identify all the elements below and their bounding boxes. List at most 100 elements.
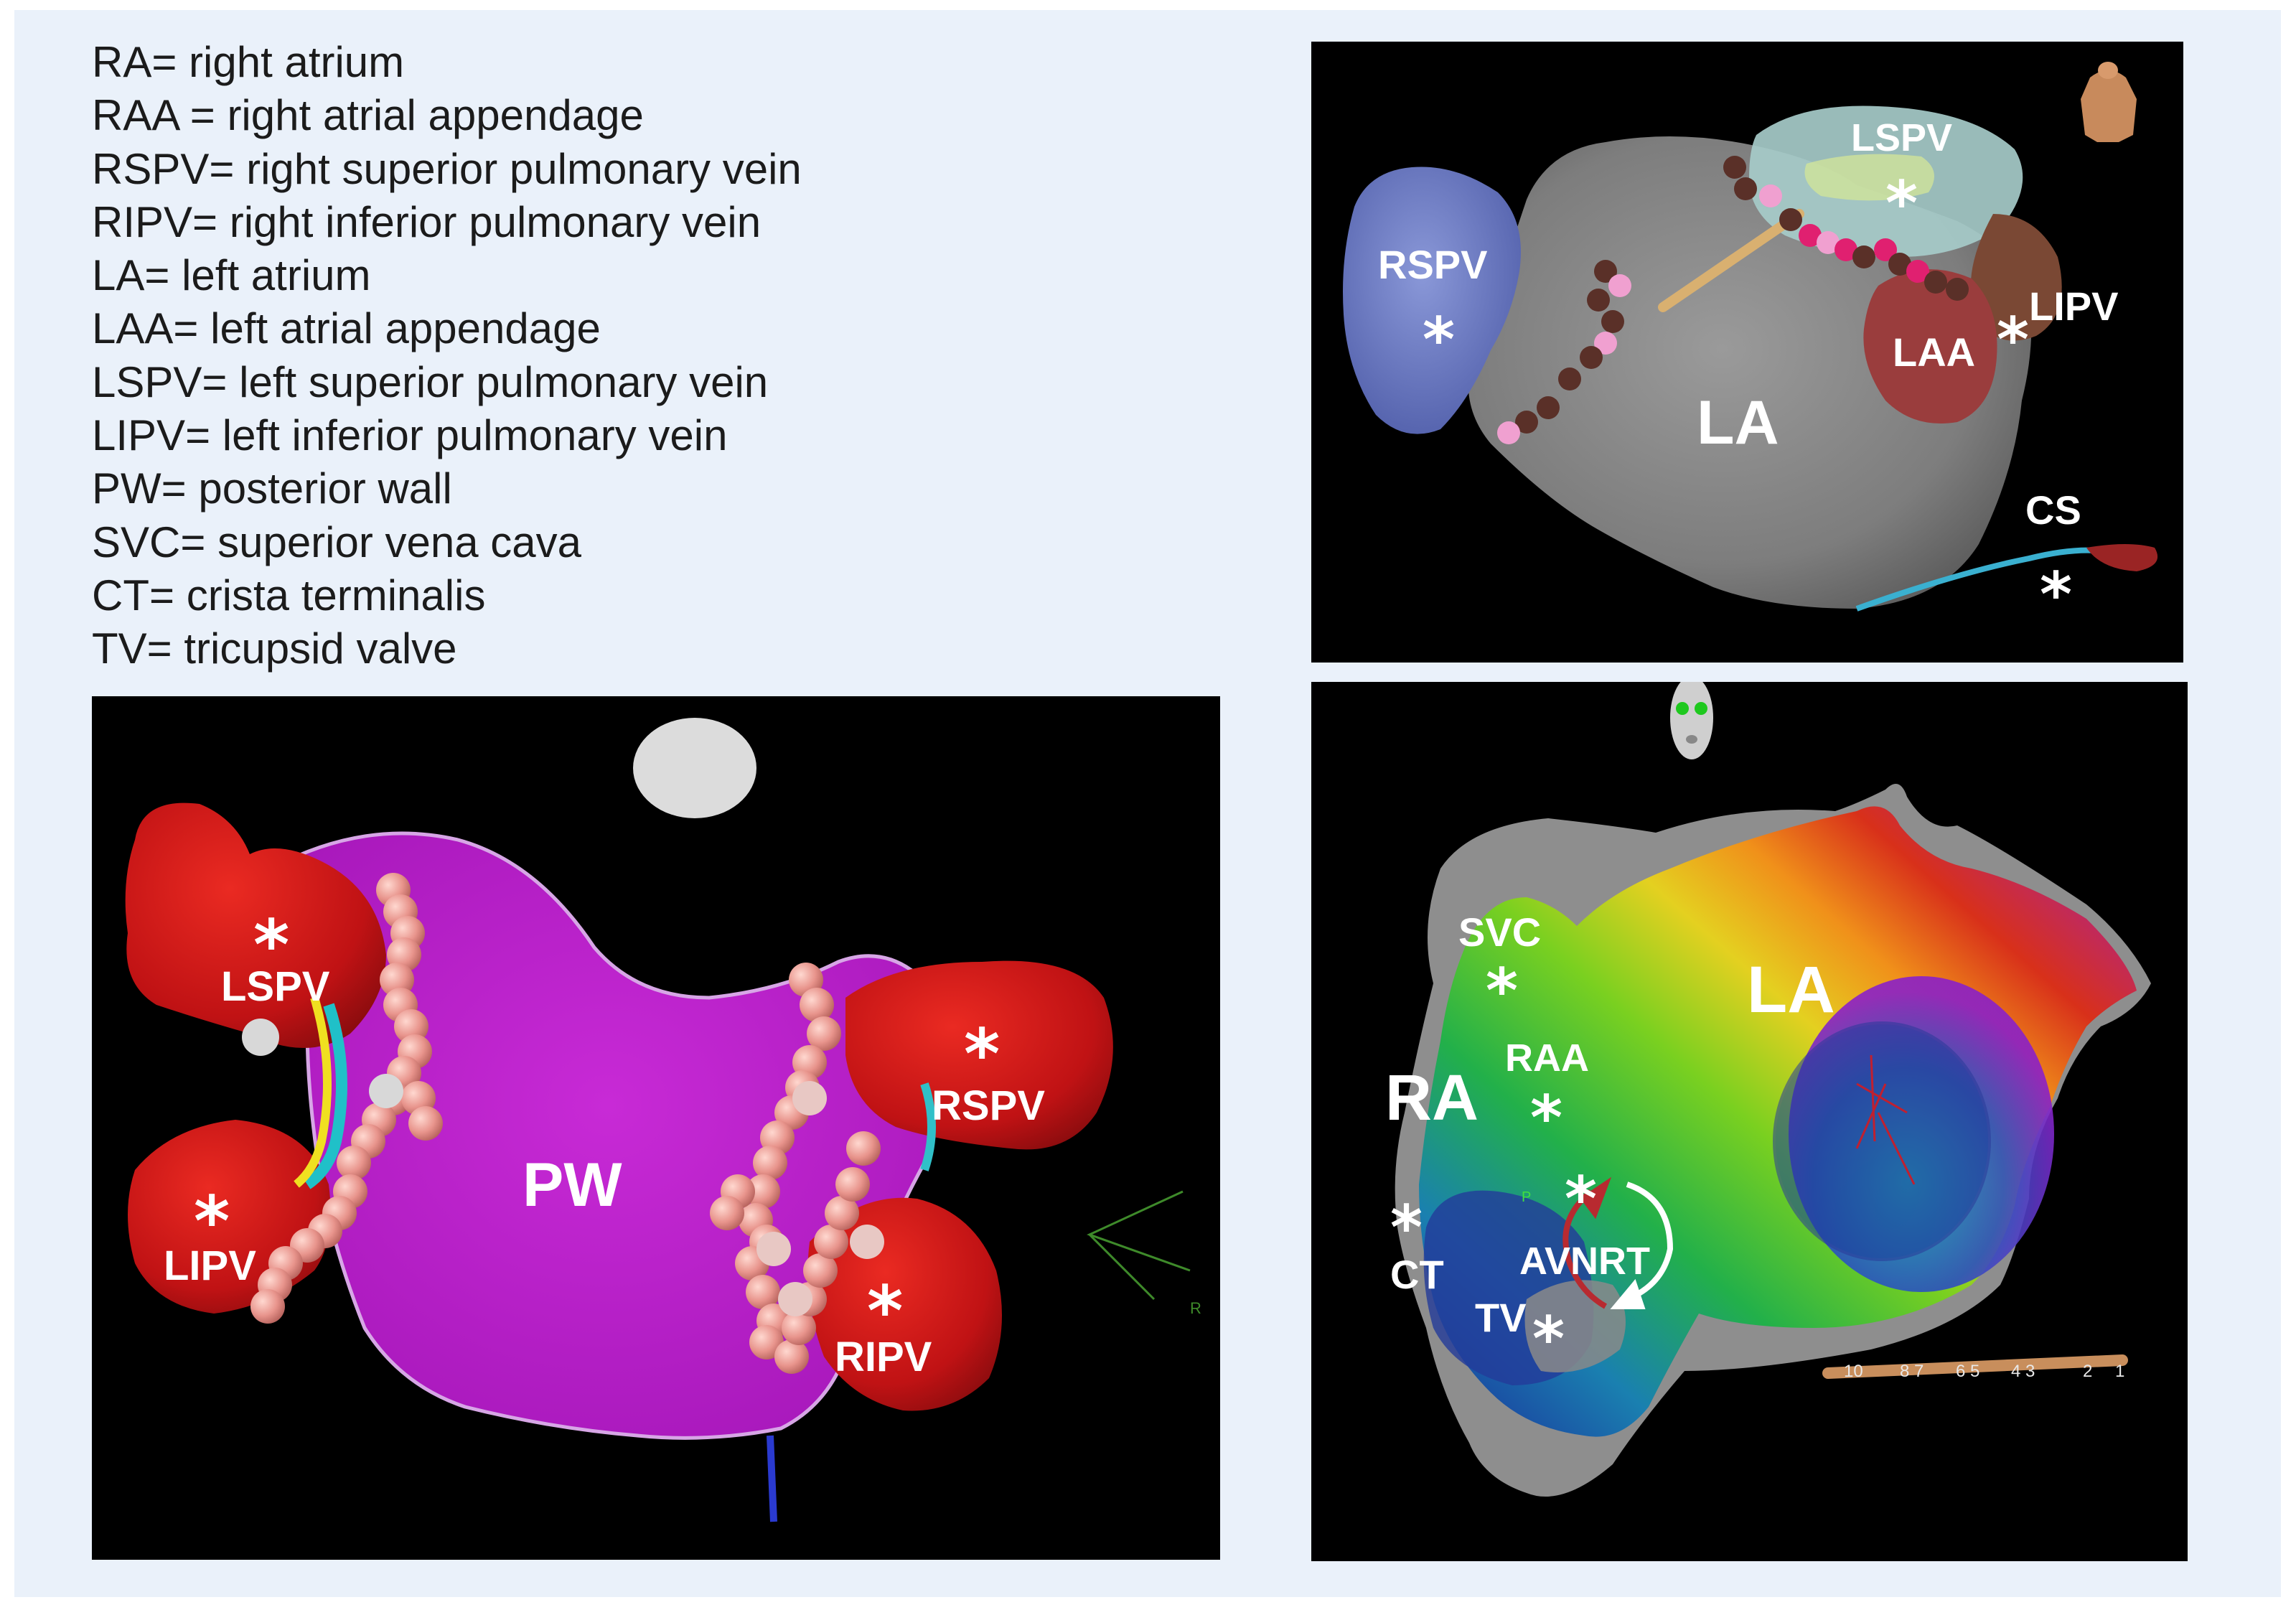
ablation-lesion (1723, 156, 1746, 179)
ablation-lesion (774, 1339, 809, 1374)
legend-item-tv: TV= tricupsid valve (92, 624, 457, 673)
ablation-lesion (807, 1016, 841, 1051)
mitral-annulus-outline (1773, 1021, 1991, 1261)
ablation-lesion (1888, 253, 1911, 276)
ablation-lesion (1779, 208, 1802, 231)
ablation-lesion (242, 1019, 279, 1056)
ablation-lesion (1594, 332, 1617, 355)
rspv-star: * (1423, 304, 1455, 376)
ablation-lesion (835, 1167, 870, 1202)
avnrt-star: * (1565, 1164, 1597, 1235)
label-lspv: LSPV (1851, 116, 1952, 159)
ablation-lesion (369, 1074, 403, 1108)
ablation-lesion (756, 1232, 791, 1266)
ablation-lesion (1799, 224, 1822, 247)
ablation-lesion (846, 1131, 881, 1166)
legend-item-ct: CT= crista terminalis (92, 571, 486, 619)
legend-item-la: LA= left atrium (92, 251, 371, 300)
posterior-wall-map: R * LSPV * LIPV PW * RSPV * RIPV (125, 718, 1201, 1522)
ablation-lesion-set (242, 873, 884, 1374)
ablation-lesion (337, 1146, 371, 1180)
ablation-catheter (1658, 209, 1804, 312)
rspv-vein-shell (845, 960, 1113, 1150)
axis-letter-r: R (1190, 1299, 1201, 1317)
electrode-label: 6 5 (1956, 1362, 1979, 1381)
label-lspv: LSPV (221, 963, 330, 1010)
head-orientation-icon (1670, 682, 1713, 759)
cs-catheter (1822, 1354, 2128, 1379)
electrode-label: 8 7 (1900, 1362, 1924, 1381)
ablation-lesion (408, 1106, 443, 1141)
ablation-lesion (1608, 274, 1631, 297)
laa-shell (1863, 269, 1997, 423)
cs-star: * (2040, 559, 2072, 631)
ablation-lesion (782, 1311, 816, 1345)
ablation-lesion (1537, 396, 1560, 419)
ablation-lesion (814, 1225, 848, 1259)
ablation-lesion (1874, 238, 1897, 261)
legend-item-raa: RAA = right atrial appendage (92, 91, 644, 140)
orientation-disc (633, 718, 756, 818)
label-ra: RA (1385, 1062, 1479, 1134)
red-vector-lines (1855, 1054, 1916, 1185)
ct-star: * (1390, 1192, 1423, 1264)
blue-streak (767, 1435, 777, 1522)
tv-star: * (1532, 1304, 1565, 1375)
label-ripv: RIPV (835, 1334, 932, 1380)
electrode-label: 4 3 (2011, 1362, 2035, 1381)
label-avnrt: AVNRT (1519, 1240, 1650, 1283)
ablation-lesion (746, 1174, 780, 1209)
abbreviation-legend: RA= right atrium RAA = right atrial appe… (92, 36, 802, 676)
ablation-lesion (1594, 260, 1617, 283)
legend-item-lspv: LSPV= left superior pulmonary vein (92, 357, 769, 406)
electrode-label: 1 (2115, 1362, 2124, 1381)
ablation-lesion (800, 988, 834, 1022)
lipv-star: * (194, 1181, 230, 1262)
label-la: LA (1697, 388, 1779, 457)
legend-item-pw: PW= posterior wall (92, 464, 452, 513)
ablation-lesion (825, 1196, 859, 1230)
ablation-lesion (1906, 260, 1929, 283)
label-lipv: LIPV (2029, 284, 2118, 329)
ablation-lesion (394, 1009, 428, 1044)
ablation-lesion (1817, 231, 1840, 254)
ablation-lesion (380, 963, 414, 997)
small-p-marker: P (1522, 1189, 1531, 1205)
legend-item-laa: LAA= left atrial appendage (92, 304, 601, 353)
left-atrium-map-panel: LSPV * RSPV * * LIPV LAA LA CS * (1311, 42, 2183, 663)
legend-item-ripv: RIPV= right inferior pulmonary vein (92, 197, 762, 246)
label-svc: SVC (1458, 909, 1541, 955)
label-lipv: LIPV (164, 1242, 256, 1289)
ablation-lesion (1759, 184, 1782, 207)
lspv-star: * (253, 905, 289, 986)
ablation-lesion (1558, 368, 1581, 390)
label-laa: LAA (1893, 329, 1975, 375)
label-tv: TV (1475, 1295, 1527, 1340)
lspv-highlight (1804, 154, 1934, 201)
svc-star: * (1486, 955, 1518, 1027)
ablation-lesion (710, 1196, 744, 1230)
cs-tip (2086, 544, 2158, 571)
label-la: LA (1747, 953, 1835, 1026)
ablation-lesion (749, 1325, 784, 1359)
ablation-lesion (1852, 245, 1875, 268)
ablation-lesion-set (1497, 156, 1969, 444)
ablation-lesion (1515, 411, 1538, 434)
label-rspv: RSPV (1378, 242, 1488, 287)
avnrt-circuit-arrow (1562, 1176, 1674, 1309)
ripv-star: * (867, 1271, 903, 1352)
lipv-star: * (1997, 304, 2029, 376)
orientation-axes (1087, 1190, 1191, 1301)
ablation-lesion (1835, 238, 1857, 261)
ablation-lesion (250, 1289, 285, 1324)
ablation-lesion (778, 1282, 812, 1316)
lspv-vein-shell (125, 802, 386, 1048)
ablation-lesion (1601, 310, 1624, 333)
border-zone-yellow (294, 996, 332, 1188)
legend-item-rspv: RSPV= right superior pulmonary vein (92, 144, 802, 193)
ablation-lesion (792, 1081, 827, 1115)
border-zone-cyan-right (920, 1082, 936, 1171)
legend-item-lipv: LIPV= left inferior pulmonary vein (92, 411, 728, 460)
